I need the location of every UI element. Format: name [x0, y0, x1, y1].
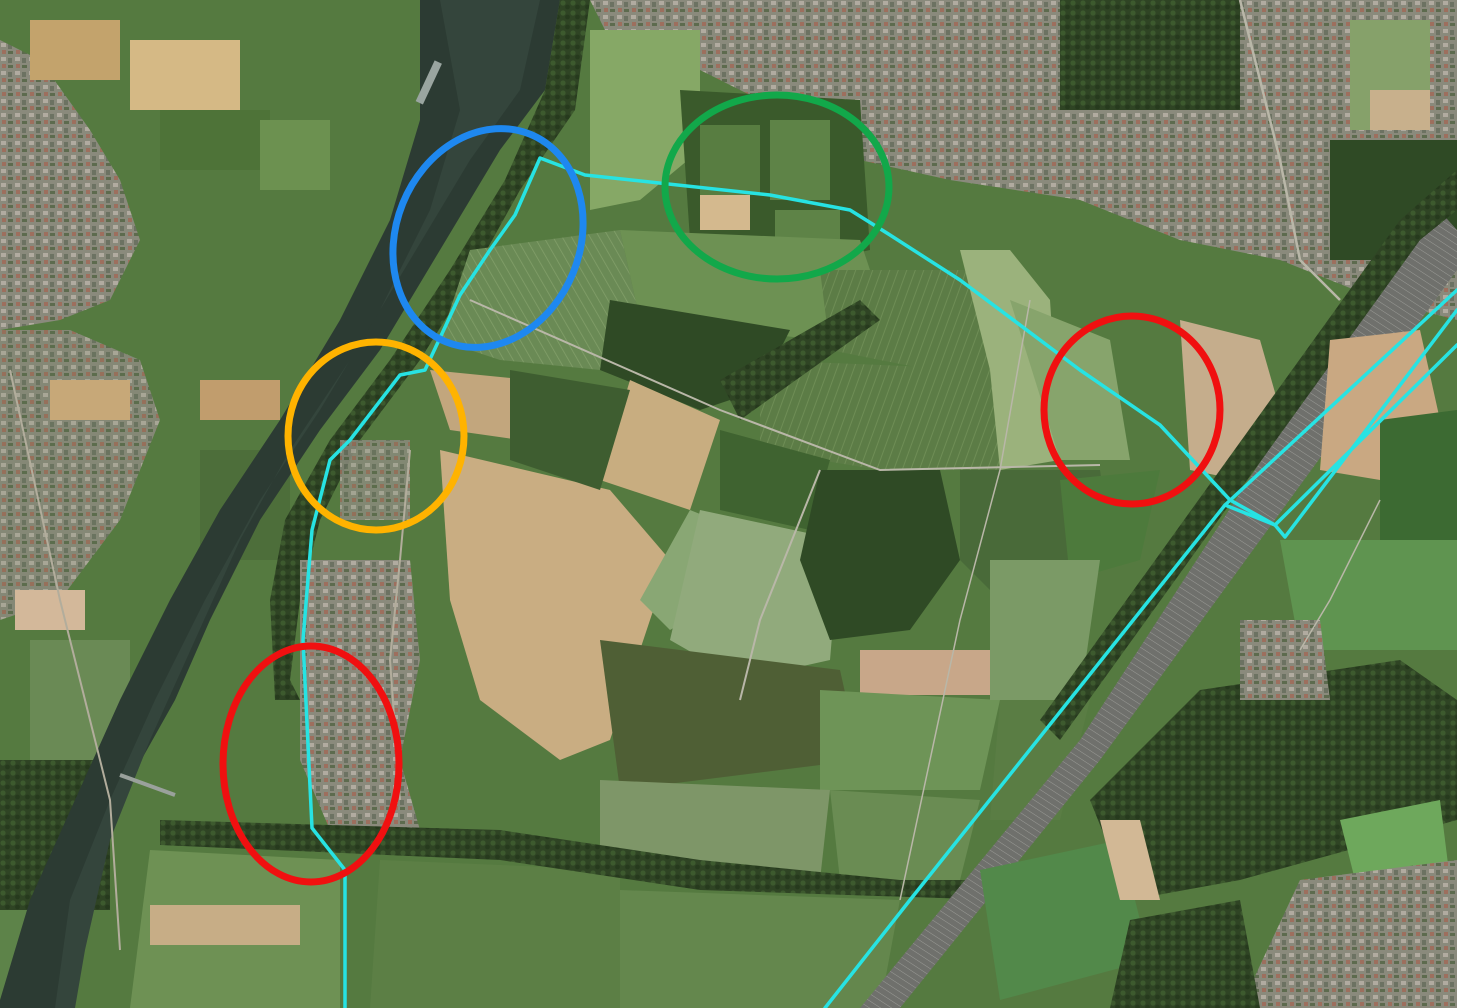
marker-orange-circle [284, 338, 468, 534]
field-central-5 [760, 360, 1000, 470]
field-central-6 [960, 250, 1060, 470]
urban-area-southeast [1240, 860, 1457, 1008]
field-tan-3 [860, 650, 1000, 695]
marker-red-circle-east [1040, 312, 1224, 508]
marker-red-circle-southwest [219, 642, 403, 886]
field-west-6 [200, 380, 280, 420]
road-field-2 [739, 469, 821, 701]
field-south-7 [620, 890, 900, 1008]
field-west-1 [30, 20, 120, 80]
field-dark-1 [510, 370, 630, 490]
highway-verge-trees [1040, 170, 1457, 740]
urban-area-village [300, 560, 420, 830]
field-west-7 [15, 590, 85, 630]
bridge [119, 773, 176, 797]
marker-blue-circle [389, 125, 587, 351]
forest-southeast [1110, 900, 1260, 1008]
field-west-5 [50, 380, 130, 420]
field-east-3 [1060, 470, 1160, 580]
field-west-2 [130, 40, 240, 110]
urban-area-northwest [0, 40, 140, 330]
road-east-2 [1299, 499, 1381, 651]
estate-sand [700, 195, 750, 230]
estate-inner-2 [770, 120, 830, 200]
field-central-4 [820, 270, 990, 370]
marker-green-circle [661, 91, 893, 283]
highway [860, 200, 1457, 1008]
field-east-8 [1280, 540, 1457, 650]
field-green-4 [670, 510, 840, 680]
road-west [9, 369, 121, 951]
boat [415, 60, 442, 105]
field-west-4 [260, 120, 330, 190]
river-shade [55, 0, 540, 1008]
field-north-green [590, 30, 700, 210]
field-west-3 [160, 110, 270, 170]
river-bank-trees [270, 0, 590, 700]
field-east-7 [1380, 410, 1457, 560]
field-south-4 [830, 790, 980, 880]
route-line-east [823, 288, 1457, 1008]
urban-area-northeast [590, 0, 1457, 320]
field-south-2 [820, 690, 1000, 790]
field-south-5 [370, 860, 620, 1008]
route-line-east-parallel [1223, 343, 1457, 527]
field-green-5 [800, 470, 960, 640]
field-tan-1 [600, 380, 720, 510]
field-east-9 [980, 840, 1150, 1000]
road-field-1 [469, 299, 1101, 472]
field-south-tan [150, 905, 300, 945]
field-south-1 [600, 640, 860, 790]
road-field-3 [899, 299, 1031, 901]
urban-area-village-north [340, 440, 410, 520]
field-east-4 [990, 560, 1100, 700]
tree-line-south [160, 820, 1000, 900]
estate-inner-1 [700, 125, 760, 195]
field-central-1 [440, 230, 640, 370]
field-east-tan [1100, 820, 1160, 900]
field-green-3 [720, 430, 830, 530]
field-northeast-2 [1370, 90, 1430, 130]
urban-area-east-strip [1240, 620, 1330, 700]
route-line-main [301, 156, 1457, 1008]
forest-northeast [1060, 0, 1240, 110]
road-east-1 [1238, 0, 1341, 301]
tree-line-center [720, 300, 880, 420]
